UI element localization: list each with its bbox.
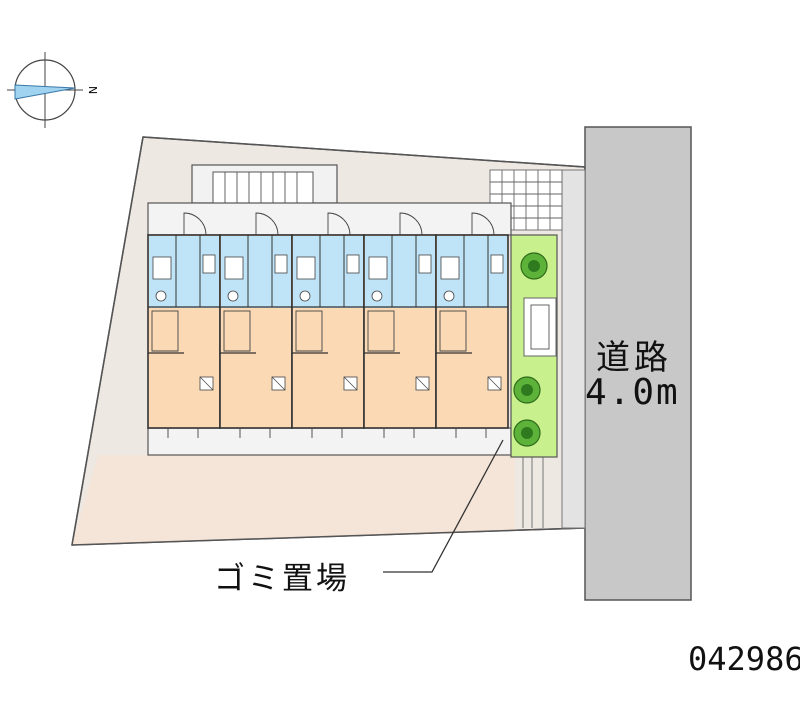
road-width-label: 4.0m (585, 372, 680, 413)
stair-steps (224, 172, 298, 203)
trash-area-label: ゴミ置場 (214, 561, 350, 597)
compass-direction: N (86, 86, 99, 94)
side-path (561, 169, 586, 529)
unit (219, 212, 293, 438)
unit (435, 212, 509, 438)
unit (363, 212, 437, 438)
compass-icon (7, 52, 83, 128)
corridor (147, 202, 512, 236)
tree-icons (513, 252, 548, 447)
property-code: 042986 (688, 640, 800, 678)
unit (147, 212, 221, 438)
unit (291, 212, 365, 438)
apartment-units (147, 212, 509, 438)
balcony (147, 427, 512, 456)
front-yard-fill (72, 455, 515, 545)
road-name-label: 道路 (596, 338, 672, 378)
trash-leader-line (383, 439, 504, 573)
road (584, 126, 692, 601)
